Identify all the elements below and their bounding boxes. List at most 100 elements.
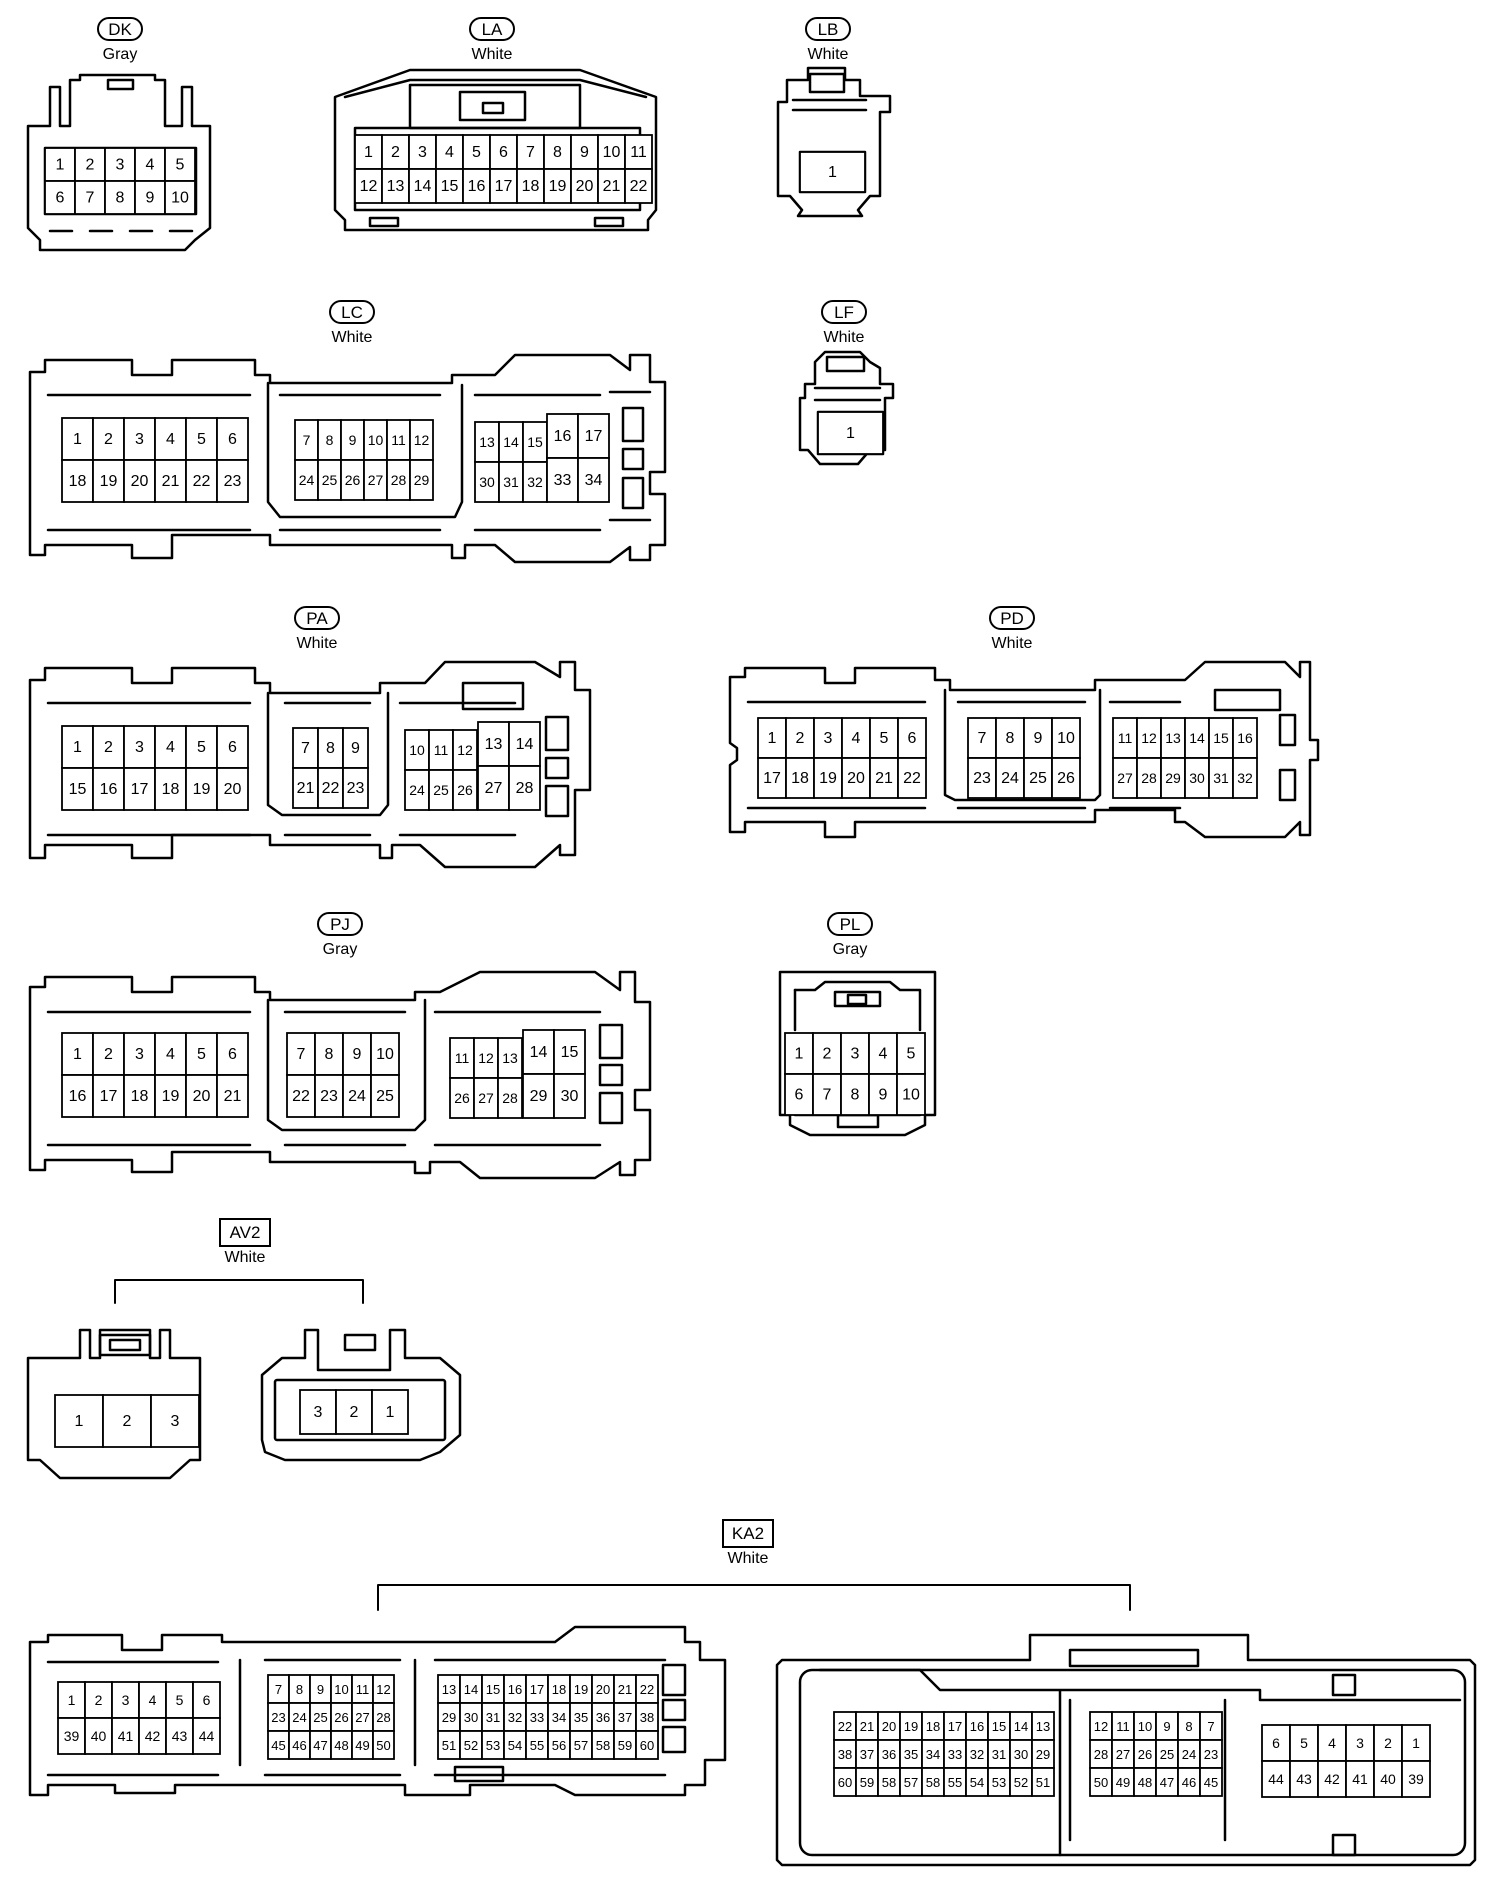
pin-cell: 34 bbox=[921, 1739, 945, 1769]
pin-cell: 19 bbox=[154, 1074, 187, 1118]
pin-cell: 1 bbox=[44, 147, 76, 182]
pin-number: 37 bbox=[618, 1710, 632, 1725]
pin-number: 19 bbox=[193, 781, 211, 798]
pin-cell: 9 bbox=[342, 1032, 372, 1076]
pin-number: 58 bbox=[596, 1738, 610, 1753]
connector-pj-housing bbox=[28, 970, 652, 1180]
pin-box bbox=[624, 168, 653, 204]
pin-number: 12 bbox=[478, 1050, 494, 1066]
pin-box bbox=[452, 729, 478, 771]
pin-number: 20 bbox=[882, 1719, 896, 1734]
pin-cell: 31 bbox=[481, 1702, 505, 1732]
pin-box bbox=[372, 1730, 395, 1760]
pin-cell: 3 bbox=[111, 1681, 140, 1719]
pin-number: 2 bbox=[104, 739, 113, 756]
pin-cell: 26 bbox=[1133, 1739, 1157, 1769]
pin-box bbox=[546, 457, 579, 503]
pin-number: 3 bbox=[116, 157, 125, 174]
pin-box bbox=[813, 757, 843, 799]
pin-number: 7 bbox=[275, 1682, 282, 1697]
pin-number: 3 bbox=[135, 739, 144, 756]
pin-cell: 15 bbox=[1208, 717, 1234, 759]
pin-number: 9 bbox=[1034, 730, 1043, 747]
pin-number: 29 bbox=[1036, 1747, 1050, 1762]
pin-cell: 31 bbox=[987, 1739, 1011, 1769]
pin-box bbox=[216, 1032, 249, 1076]
pin-box bbox=[570, 168, 599, 204]
pin-cell: 17 bbox=[123, 767, 156, 811]
pin-number: 59 bbox=[860, 1775, 874, 1790]
pin-box bbox=[1345, 1760, 1375, 1798]
pin-number: 21 bbox=[297, 780, 315, 797]
pin-cell: 35 bbox=[899, 1739, 923, 1769]
pin-box bbox=[54, 1394, 104, 1448]
pin-number: 22 bbox=[838, 1719, 852, 1734]
pin-number: 27 bbox=[368, 472, 384, 488]
pin-number: 5 bbox=[880, 730, 889, 747]
pin-number: 16 bbox=[468, 178, 486, 195]
pin-number: 2 bbox=[350, 1404, 359, 1421]
pin-number: 6 bbox=[795, 1087, 804, 1104]
pin-cell: 12 bbox=[409, 419, 434, 461]
pin-number: 47 bbox=[1160, 1775, 1174, 1790]
pin-number: 26 bbox=[1057, 770, 1075, 787]
pin-cell: 40 bbox=[1373, 1760, 1403, 1798]
pin-cell: 23 bbox=[967, 757, 997, 799]
pin-cell: 59 bbox=[613, 1730, 637, 1760]
pin-cell: 35 bbox=[569, 1702, 593, 1732]
pin-box bbox=[1261, 1760, 1291, 1798]
pin-box bbox=[1232, 757, 1258, 799]
pin-number: 5 bbox=[176, 1692, 184, 1708]
pin-number: 32 bbox=[970, 1747, 984, 1762]
pin-cell: 25 bbox=[309, 1702, 332, 1732]
pin-box bbox=[185, 417, 218, 461]
pin-number: 3 bbox=[418, 144, 427, 161]
pin-cell: 48 bbox=[330, 1730, 353, 1760]
pin-cell: 19 bbox=[899, 1711, 923, 1741]
pin-number: 35 bbox=[574, 1710, 588, 1725]
pin-cell: 9 bbox=[868, 1073, 898, 1116]
pin-number: 3 bbox=[314, 1404, 323, 1421]
connector-lc-housing bbox=[28, 353, 667, 564]
connector-color: White bbox=[297, 635, 338, 652]
pin-number: 56 bbox=[552, 1738, 566, 1753]
pin-number: 17 bbox=[763, 770, 781, 787]
pin-number: 26 bbox=[457, 782, 473, 798]
pin-number: 7 bbox=[301, 740, 310, 757]
pin-cell: 4 bbox=[134, 147, 166, 182]
pin-box bbox=[896, 1032, 926, 1075]
pin-number: 10 bbox=[902, 1087, 920, 1104]
pin-number: 8 bbox=[553, 144, 562, 161]
pin-cell: 10 bbox=[363, 419, 388, 461]
pin-cell: 7 bbox=[516, 134, 545, 170]
pin-box bbox=[785, 757, 815, 799]
connector-id: LA bbox=[482, 20, 503, 39]
pin-cell: 28 bbox=[1089, 1739, 1113, 1769]
pin-number: 20 bbox=[847, 770, 865, 787]
pin-box bbox=[1401, 1760, 1431, 1798]
pin-cell: 59 bbox=[855, 1767, 879, 1797]
pin-number: 1 bbox=[1412, 1735, 1420, 1751]
pin-cell: 12 bbox=[473, 1037, 499, 1079]
pin-cell: 25 bbox=[317, 459, 342, 501]
pin-box bbox=[84, 1717, 113, 1755]
pin-cell: 45 bbox=[1199, 1767, 1223, 1797]
pin-cell: 1 bbox=[1401, 1724, 1431, 1762]
pin-number: 10 bbox=[334, 1682, 348, 1697]
pin-cell: 1 bbox=[799, 151, 866, 193]
pin-cell: 8 bbox=[288, 1674, 311, 1704]
pin-cell: 24 bbox=[294, 459, 319, 501]
connector-id: PD bbox=[1000, 609, 1024, 628]
pin-number: 11 bbox=[391, 432, 406, 448]
pin-number: 11 bbox=[1116, 1719, 1130, 1734]
pin-number: 9 bbox=[580, 144, 589, 161]
pin-number: 25 bbox=[1160, 1747, 1174, 1762]
pin-cell: 54 bbox=[503, 1730, 527, 1760]
pin-cell: 31 bbox=[1208, 757, 1234, 799]
pin-number: 5 bbox=[197, 431, 206, 448]
pin-cell: 52 bbox=[1009, 1767, 1033, 1797]
